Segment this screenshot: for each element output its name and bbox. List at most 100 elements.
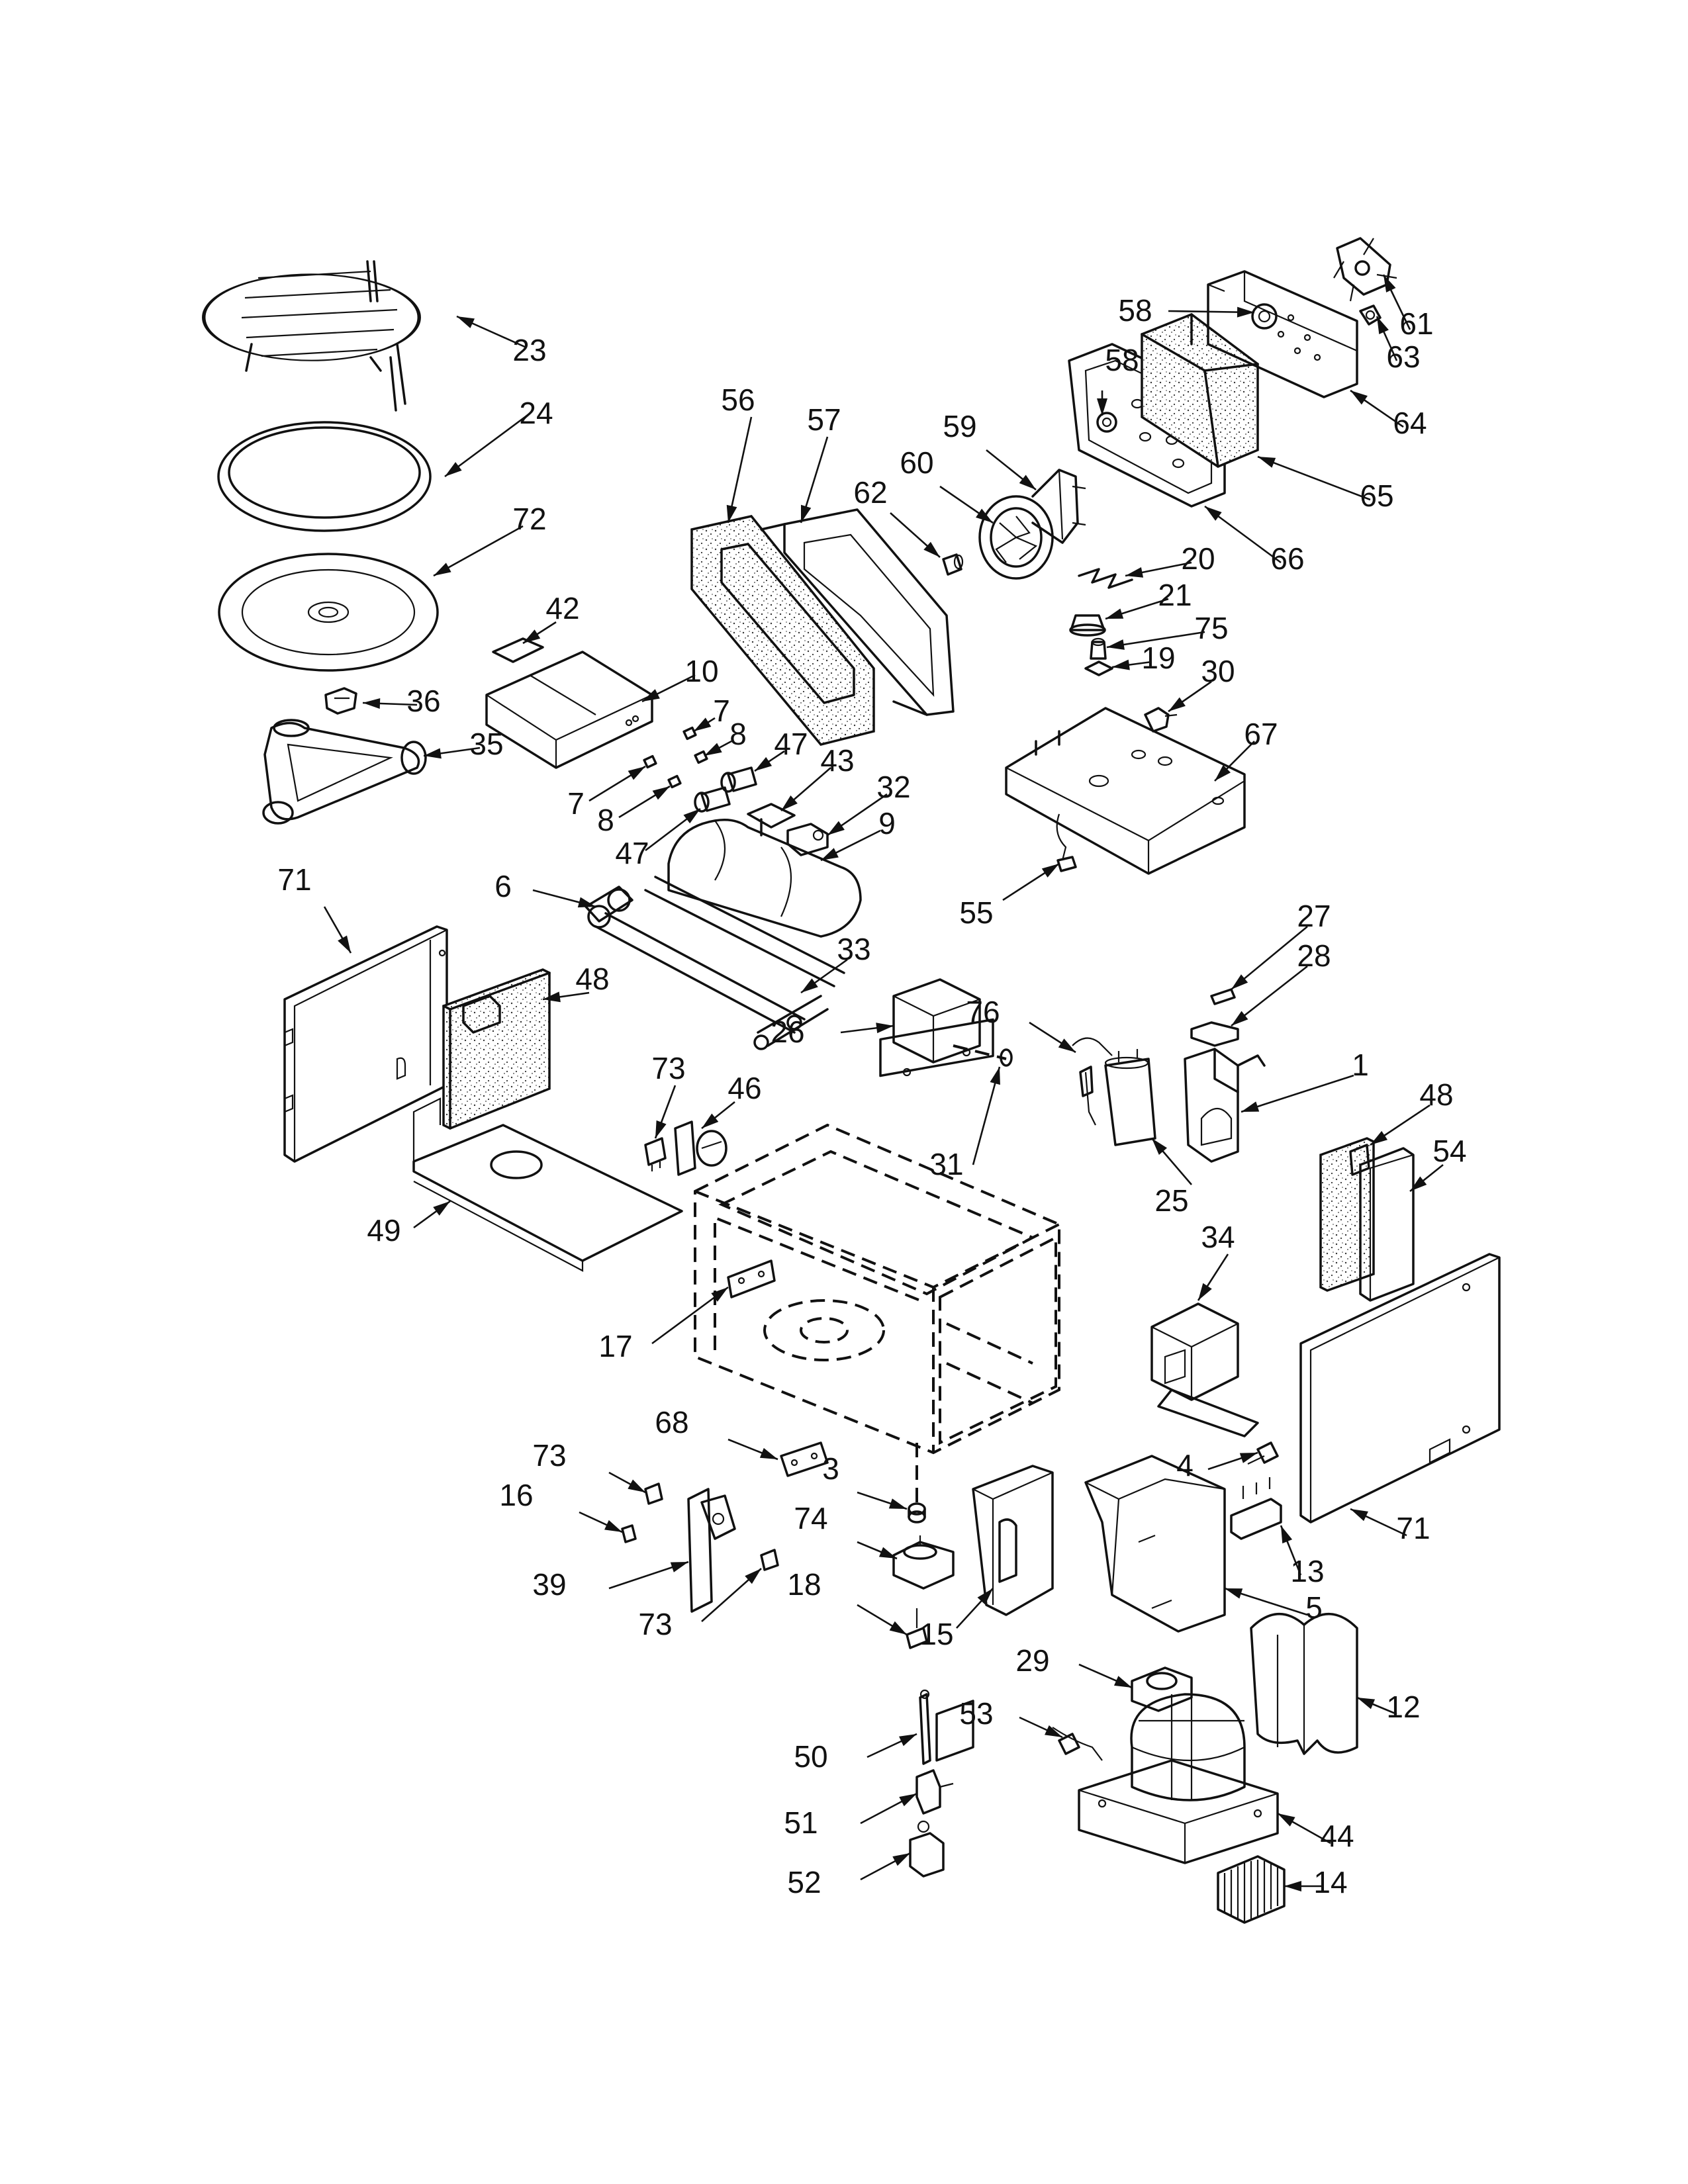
callout-75-lamp: 75 <box>1194 611 1228 645</box>
callout-13-terminal: 13 <box>1290 1554 1324 1588</box>
wire-53-part <box>1052 1727 1103 1761</box>
callout-15-duct: 15 <box>919 1617 953 1651</box>
terminal-32-part <box>786 823 829 856</box>
switch-73-mid-part <box>644 1482 663 1505</box>
arrowhead-53 <box>1045 1725 1062 1737</box>
arrowhead-7 <box>694 717 712 731</box>
arrowhead-74 <box>878 1547 897 1559</box>
callout-36-coupler: 36 <box>406 684 440 718</box>
arrowhead-43 <box>781 795 798 811</box>
lamp-75-part <box>1090 637 1107 660</box>
heater-housing-part <box>485 651 653 769</box>
callout-71-side-panel: 71 <box>1396 1511 1430 1545</box>
leader-line-65 <box>1257 455 1371 501</box>
fan-14-part <box>1217 1855 1286 1924</box>
panel-66-part <box>1068 343 1226 508</box>
callout-39-lever: 39 <box>532 1567 566 1602</box>
thermal-29-part <box>1131 1666 1193 1712</box>
duct-15-part <box>972 1465 1054 1616</box>
arrowhead-55 <box>1041 864 1059 878</box>
arrowhead-61 <box>1383 275 1396 293</box>
reflector-part <box>667 819 862 938</box>
arrowhead-30 <box>1168 697 1186 711</box>
arrowhead-58 <box>1097 398 1107 416</box>
tray-part <box>218 553 439 672</box>
callout-9-reflector: 9 <box>878 806 896 841</box>
arrowhead-27 <box>1231 974 1248 989</box>
duct-5-part <box>1084 1455 1226 1633</box>
arrowhead-8 <box>704 743 722 756</box>
callout-33-heater-tubes: 33 <box>837 932 870 966</box>
arrowhead-52 <box>892 1853 910 1866</box>
ring-part <box>217 421 432 532</box>
fan-blade-part <box>978 495 1054 580</box>
arrowhead-4 <box>1239 1453 1258 1463</box>
holder-28-part <box>1190 1021 1239 1047</box>
arrowhead-51 <box>899 1794 917 1807</box>
arrowhead-47 <box>755 756 773 771</box>
motor-52-part <box>909 1820 945 1878</box>
callout-48-insulation: 48 <box>1419 1077 1453 1112</box>
bushing-parts <box>694 766 757 813</box>
callout-43-bracket: 43 <box>820 743 854 778</box>
arrowhead-31 <box>990 1067 1000 1085</box>
callout-50-antenna: 50 <box>794 1739 827 1774</box>
callout-46-cam: 46 <box>727 1071 761 1105</box>
leader-lines <box>323 274 1444 1891</box>
magnetron-44-part <box>1078 1693 1279 1864</box>
switch-30-part <box>1144 707 1178 733</box>
arrowhead-12 <box>1357 1698 1376 1709</box>
arrowhead-36 <box>363 698 381 709</box>
lever-39-part <box>687 1488 736 1613</box>
arrowhead-76 <box>1058 1038 1076 1052</box>
callout-73-switch: 73 <box>638 1607 672 1641</box>
arrowhead-73 <box>745 1569 761 1584</box>
base-plate-67-part <box>1005 707 1246 875</box>
callout-18-screw: 18 <box>787 1567 821 1602</box>
callout-71-side-panel: 71 <box>277 862 311 897</box>
cover-21-part <box>1069 614 1106 637</box>
arrowhead-39 <box>670 1562 688 1572</box>
arrowhead-20 <box>1125 567 1144 578</box>
callout-61-motor: 61 <box>1399 306 1433 341</box>
heater-tubes-part <box>585 876 845 1050</box>
coupler-part <box>324 687 357 715</box>
callout-25-capacitor: 25 <box>1154 1183 1188 1218</box>
callout-20-spring: 20 <box>1181 541 1215 576</box>
arrowhead-42 <box>523 629 541 643</box>
callout-65-insulation: 65 <box>1360 478 1393 513</box>
arrowhead-33 <box>801 978 818 993</box>
arrowhead-16 <box>604 1520 622 1532</box>
thermal-63-part <box>1359 304 1382 326</box>
callout-52-motor: 52 <box>787 1865 821 1899</box>
arrowhead-21 <box>1105 608 1124 619</box>
callout-5-duct: 5 <box>1305 1590 1323 1625</box>
callout-1-bracket: 1 <box>1352 1048 1369 1082</box>
transformer-34-part <box>1150 1302 1259 1437</box>
wire-55-part <box>1056 813 1077 872</box>
leader-line-56 <box>727 416 753 523</box>
terminal-13-part <box>1230 1477 1282 1540</box>
arrowhead-63 <box>1377 316 1389 334</box>
arrowhead-7 <box>628 766 645 780</box>
motor-74-part <box>892 1535 955 1590</box>
arrowhead-25 <box>1152 1138 1167 1155</box>
callout-66-panel: 66 <box>1270 541 1304 576</box>
arrowhead-23 <box>457 316 475 328</box>
callout-53-wire: 53 <box>959 1696 993 1731</box>
callout-59-fan-bracket: 59 <box>943 409 976 443</box>
plate-68-part <box>780 1441 829 1477</box>
callout-7-clip: 7 <box>567 786 585 821</box>
arrowhead-49 <box>433 1201 450 1216</box>
arrowhead-44 <box>1278 1813 1295 1827</box>
cam-46-part <box>674 1120 727 1176</box>
callout-54-insulation: 54 <box>1432 1134 1466 1168</box>
fuse-27-part <box>1210 988 1236 1005</box>
arrowhead-29 <box>1113 1676 1132 1688</box>
callout-60-fan-blade: 60 <box>900 445 933 480</box>
arrowhead-19 <box>1112 659 1130 670</box>
antenna-50-part <box>919 1689 974 1765</box>
arrowhead-48 <box>543 991 561 1003</box>
screw-4-part <box>1247 1441 1279 1465</box>
callout-35-roller-support: 35 <box>469 727 503 761</box>
